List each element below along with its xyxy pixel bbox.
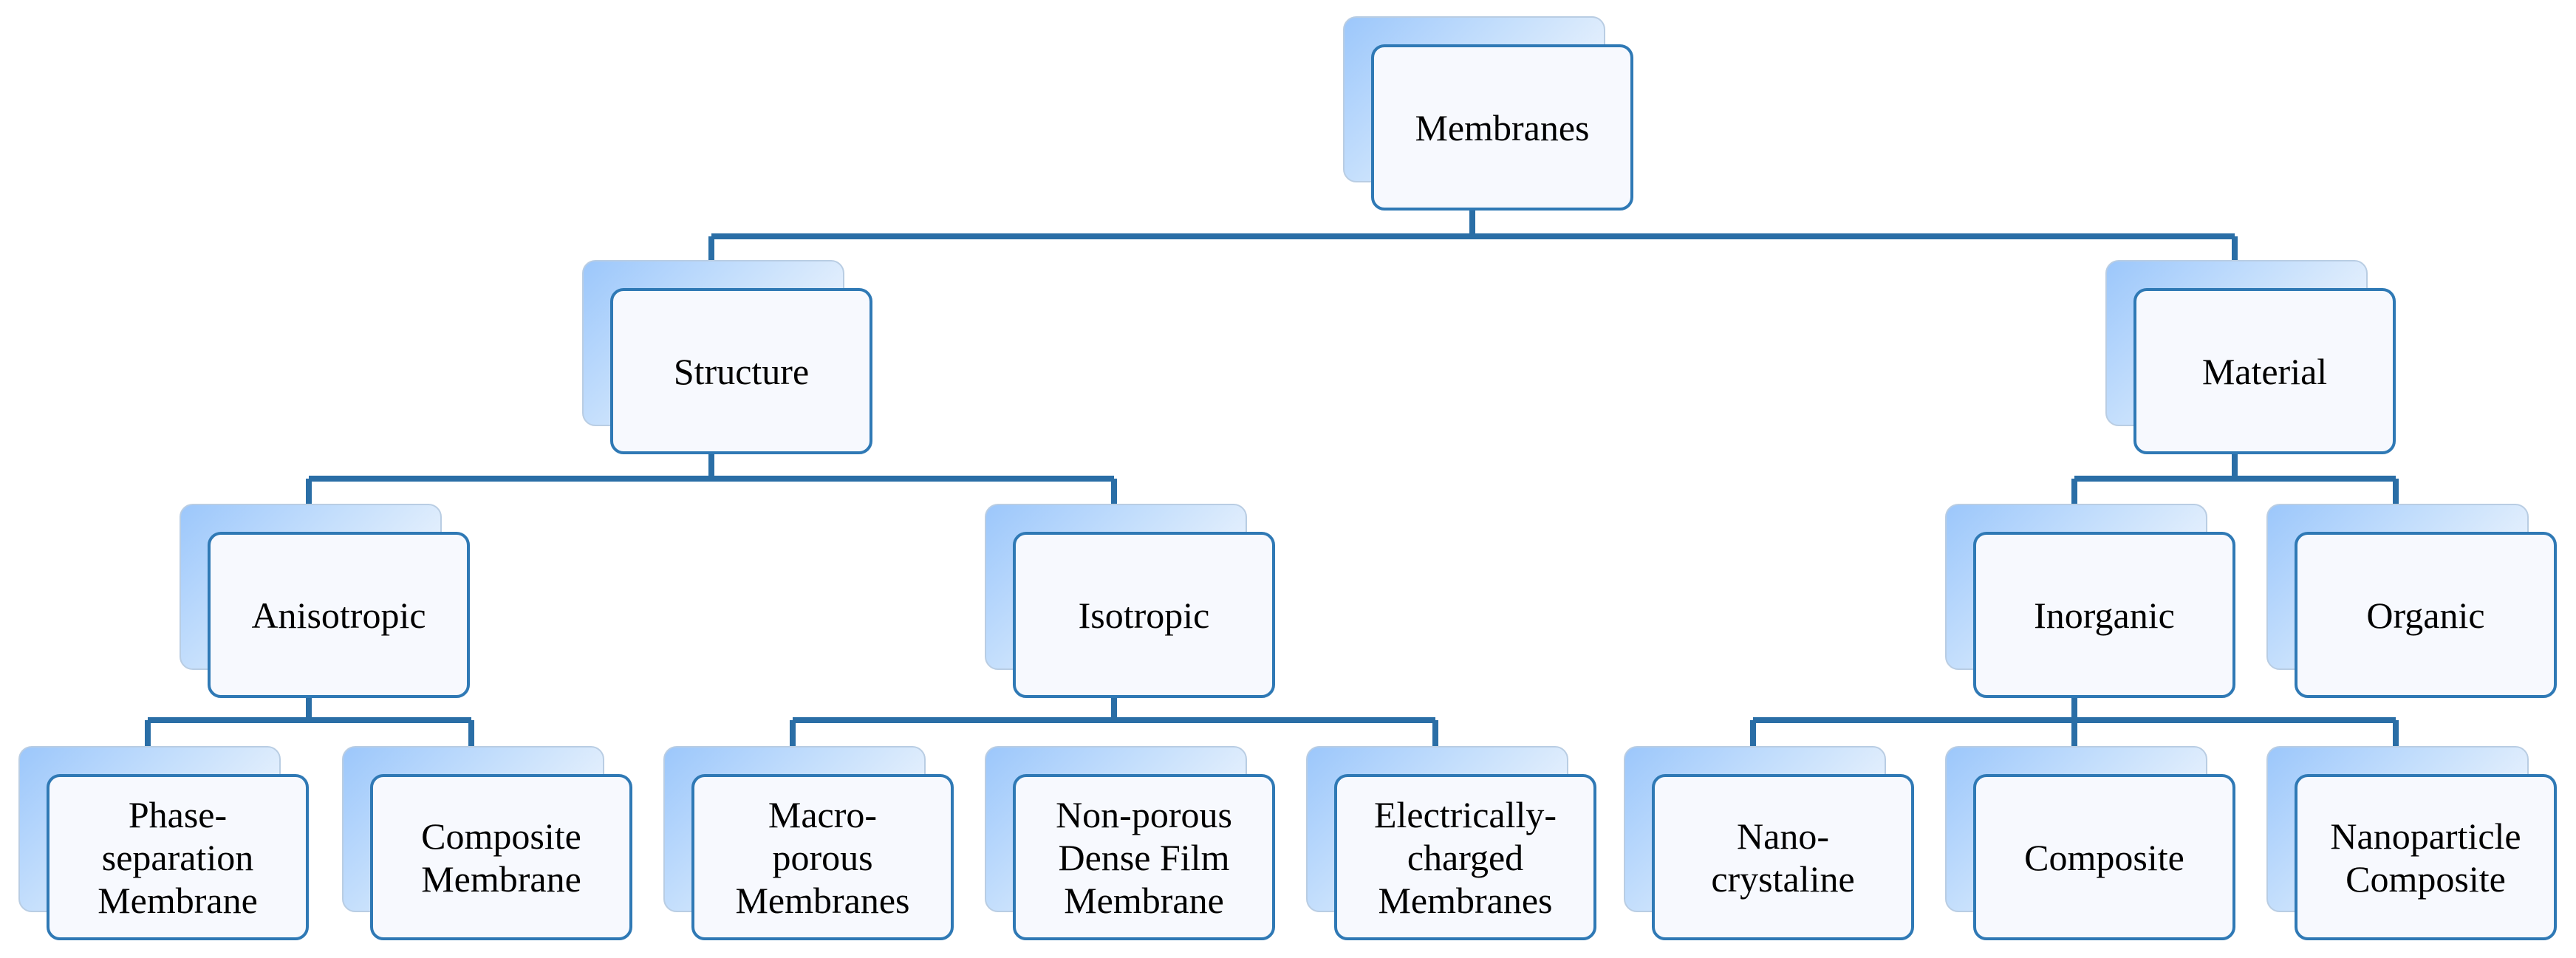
connector-isotropic-to-children [790, 697, 1438, 765]
node-label: Structure [673, 350, 810, 392]
node-label: Nano- crystaline [1711, 815, 1855, 900]
node-label: Macro- porous Membranes [735, 793, 910, 921]
connector-anisotropic-to-children [145, 697, 474, 765]
node-label: Composite Membrane [421, 815, 581, 900]
connector-root-to-level1 [708, 211, 2238, 279]
node-membranes: Membranes [1343, 16, 1633, 211]
node-isotropic: Isotropic [985, 504, 1275, 698]
node-phase-separation-membrane: Phase- separation Membrane [18, 746, 309, 940]
connector-material-to-children [2071, 454, 2399, 523]
node-composite: Composite [1945, 746, 2235, 940]
node-macroporous-membranes: Macro- porous Membranes [663, 746, 954, 940]
node-material: Material [2105, 260, 2396, 454]
node-organic: Organic [2266, 504, 2557, 698]
node-label: Electrically- charged Membranes [1373, 793, 1557, 921]
node-structure: Structure [582, 260, 872, 454]
node-label: Material [2201, 350, 2328, 392]
node-label: Isotropic [1078, 594, 1210, 636]
node-electrically-charged-membranes: Electrically- charged Membranes [1306, 746, 1596, 940]
node-nanocrystaline: Nano- crystaline [1624, 746, 1914, 940]
node-label: Non-porous Dense Film Membrane [1056, 793, 1232, 921]
node-nonporous-dense-film-membrane: Non-porous Dense Film Membrane [985, 746, 1275, 940]
node-label: Membranes [1415, 106, 1590, 148]
node-label: Phase- separation Membrane [98, 793, 258, 921]
connector-inorganic-to-children [1750, 697, 2399, 765]
connector-structure-to-children [306, 454, 1117, 523]
node-nanoparticle-composite: Nanoparticle Composite [2266, 746, 2557, 940]
node-anisotropic: Anisotropic [180, 504, 470, 698]
node-composite-membrane: Composite Membrane [342, 746, 632, 940]
node-inorganic: Inorganic [1945, 504, 2235, 698]
node-label: Anisotropic [251, 594, 426, 636]
node-label: Organic [2366, 594, 2485, 636]
node-label: Composite [2024, 836, 2184, 878]
node-label: Inorganic [2034, 594, 2175, 636]
node-label: Nanoparticle Composite [2330, 815, 2521, 900]
